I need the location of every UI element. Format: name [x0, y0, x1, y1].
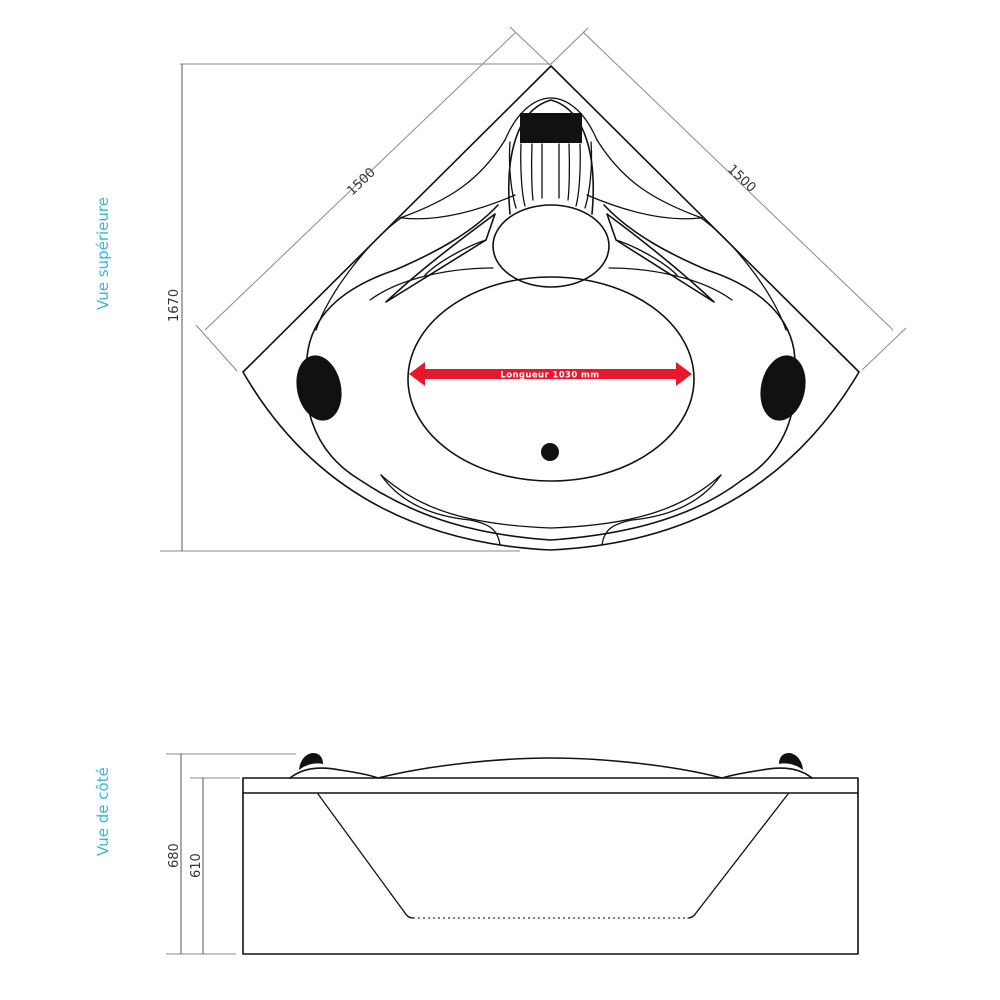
body-height-value: 610 [189, 853, 204, 878]
top-view-label: Vue supérieure [94, 197, 112, 310]
drain-icon [541, 443, 559, 461]
left-side-dimension: 1500 [195, 26, 551, 372]
tub-outer-rim [242, 65, 860, 551]
top-rim-profile [289, 757, 813, 779]
left-armrest-fin [385, 213, 496, 303]
main-basin [407, 276, 695, 482]
tub-side-body [242, 777, 859, 955]
depth-dimension: 1670 [160, 63, 552, 552]
side-view-label: Vue de côté [94, 767, 112, 856]
length-arrow: Longueur 1030 mm [409, 362, 692, 386]
right-pillow [760, 355, 806, 421]
left-side-dimension-value: 1500 [344, 165, 378, 199]
total-height-value: 680 [167, 843, 182, 868]
top-view: Vue supérieure 1670 1500 1500 [94, 26, 907, 552]
depth-dimension-value: 1670 [167, 289, 182, 322]
left-headrest-bump [299, 753, 323, 770]
center-seat [492, 204, 610, 288]
right-side-dimension: 1500 [550, 27, 907, 371]
right-headrest-bump [779, 753, 803, 770]
length-arrow-label: Longueur 1030 mm [500, 371, 599, 381]
right-armrest-fin [606, 213, 715, 303]
side-view: Vue de côté 680 610 [94, 753, 859, 955]
inner-basin-profile [317, 793, 414, 919]
tub-inner-rim [304, 204, 797, 541]
left-pillow [296, 355, 342, 421]
right-side-dimension-value: 1500 [724, 162, 758, 196]
headrest-ribs [508, 141, 593, 209]
total-height-dimension: 680 [166, 753, 296, 955]
headrest-pillow [520, 113, 582, 143]
body-height-dimension: 610 [189, 777, 240, 954]
